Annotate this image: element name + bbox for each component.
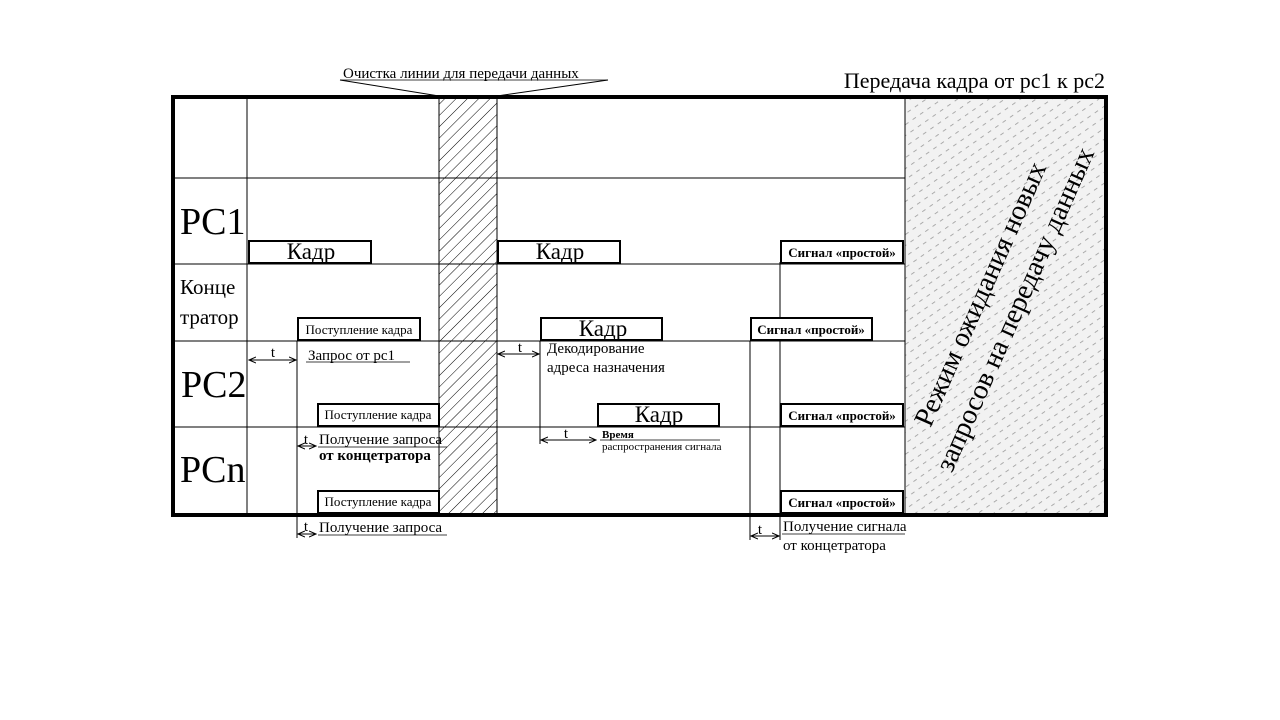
hub-arrival-label: Поступление кадра — [306, 322, 413, 337]
pc1-frame-box — [248, 240, 372, 264]
lane-label-hub-line1: Конце — [180, 275, 235, 299]
delay-label: t — [564, 426, 569, 442]
lane-label-hub-line2: тратор — [180, 305, 239, 329]
receive-signal-note-line2: от концетратора — [783, 538, 886, 554]
pc2-frame-box — [597, 403, 720, 427]
decode-note-line2: адреса назначения — [547, 360, 665, 376]
delay-label: t — [304, 432, 309, 448]
pcn-idle-label: Сигнал «простой» — [788, 495, 896, 510]
delay-label: t — [518, 340, 523, 356]
hub-idle-box — [750, 317, 873, 341]
pc2-arrival-label: Поступление кадра — [325, 407, 432, 422]
decode-note-line1: Декодирование — [547, 341, 645, 357]
lane-label-pc2: PC2 — [181, 364, 246, 406]
pc2-frame-label: Кадр — [635, 402, 683, 427]
delay-label: t — [758, 522, 763, 538]
hub-idle-label: Сигнал «простой» — [757, 322, 865, 337]
receive-signal-note-line1: Получение сигнала — [783, 519, 907, 535]
receive-request-note-line2: от концетратора — [319, 448, 431, 464]
hub-frame-box — [540, 317, 663, 341]
pc1-idle-box — [780, 240, 904, 264]
waiting-mode-region — [905, 97, 1106, 515]
pc2-idle-label: Сигнал «простой» — [788, 408, 896, 423]
delay-label: t — [271, 345, 276, 361]
pcn-arrival-box — [317, 490, 440, 514]
hub-arrival-box — [297, 317, 421, 341]
pc1-frame-box-2 — [497, 240, 621, 264]
lane-label-pc1: PC1 — [180, 201, 245, 243]
pc1-frame-label: Кадр — [287, 239, 335, 264]
clear-line-label: Очистка линии для передачи данных — [343, 66, 579, 82]
pcn-idle-box — [780, 490, 904, 514]
receive-request-note-line1: Получение запроса — [319, 432, 442, 448]
receive-request-below-note: Получение запроса — [319, 520, 442, 536]
diagram-frame — [171, 95, 1108, 517]
pc2-arrival-box — [317, 403, 440, 427]
pc1-idle-label: Сигнал «простой» — [788, 245, 896, 260]
hub-frame-label: Кадр — [579, 316, 627, 341]
clear-line-leader-right — [496, 79, 609, 97]
pcn-arrival-label: Поступление кадра — [325, 494, 432, 509]
clear-line-region — [439, 97, 497, 515]
propagation-note-line1: Время — [602, 429, 634, 441]
delay-label: t — [304, 519, 309, 535]
diagram-title: Передача кадра от pc1 к pc2 — [844, 68, 1105, 93]
lane-label-pcn: PCn — [180, 449, 245, 491]
pc2-idle-box — [780, 403, 904, 427]
request-from-pc1-note: Запрос от pc1 — [308, 348, 395, 364]
propagation-note-line2: распространения сигнала — [602, 441, 722, 453]
pc1-frame-label-2: Кадр — [536, 239, 584, 264]
clear-line-leader-left — [339, 79, 440, 97]
